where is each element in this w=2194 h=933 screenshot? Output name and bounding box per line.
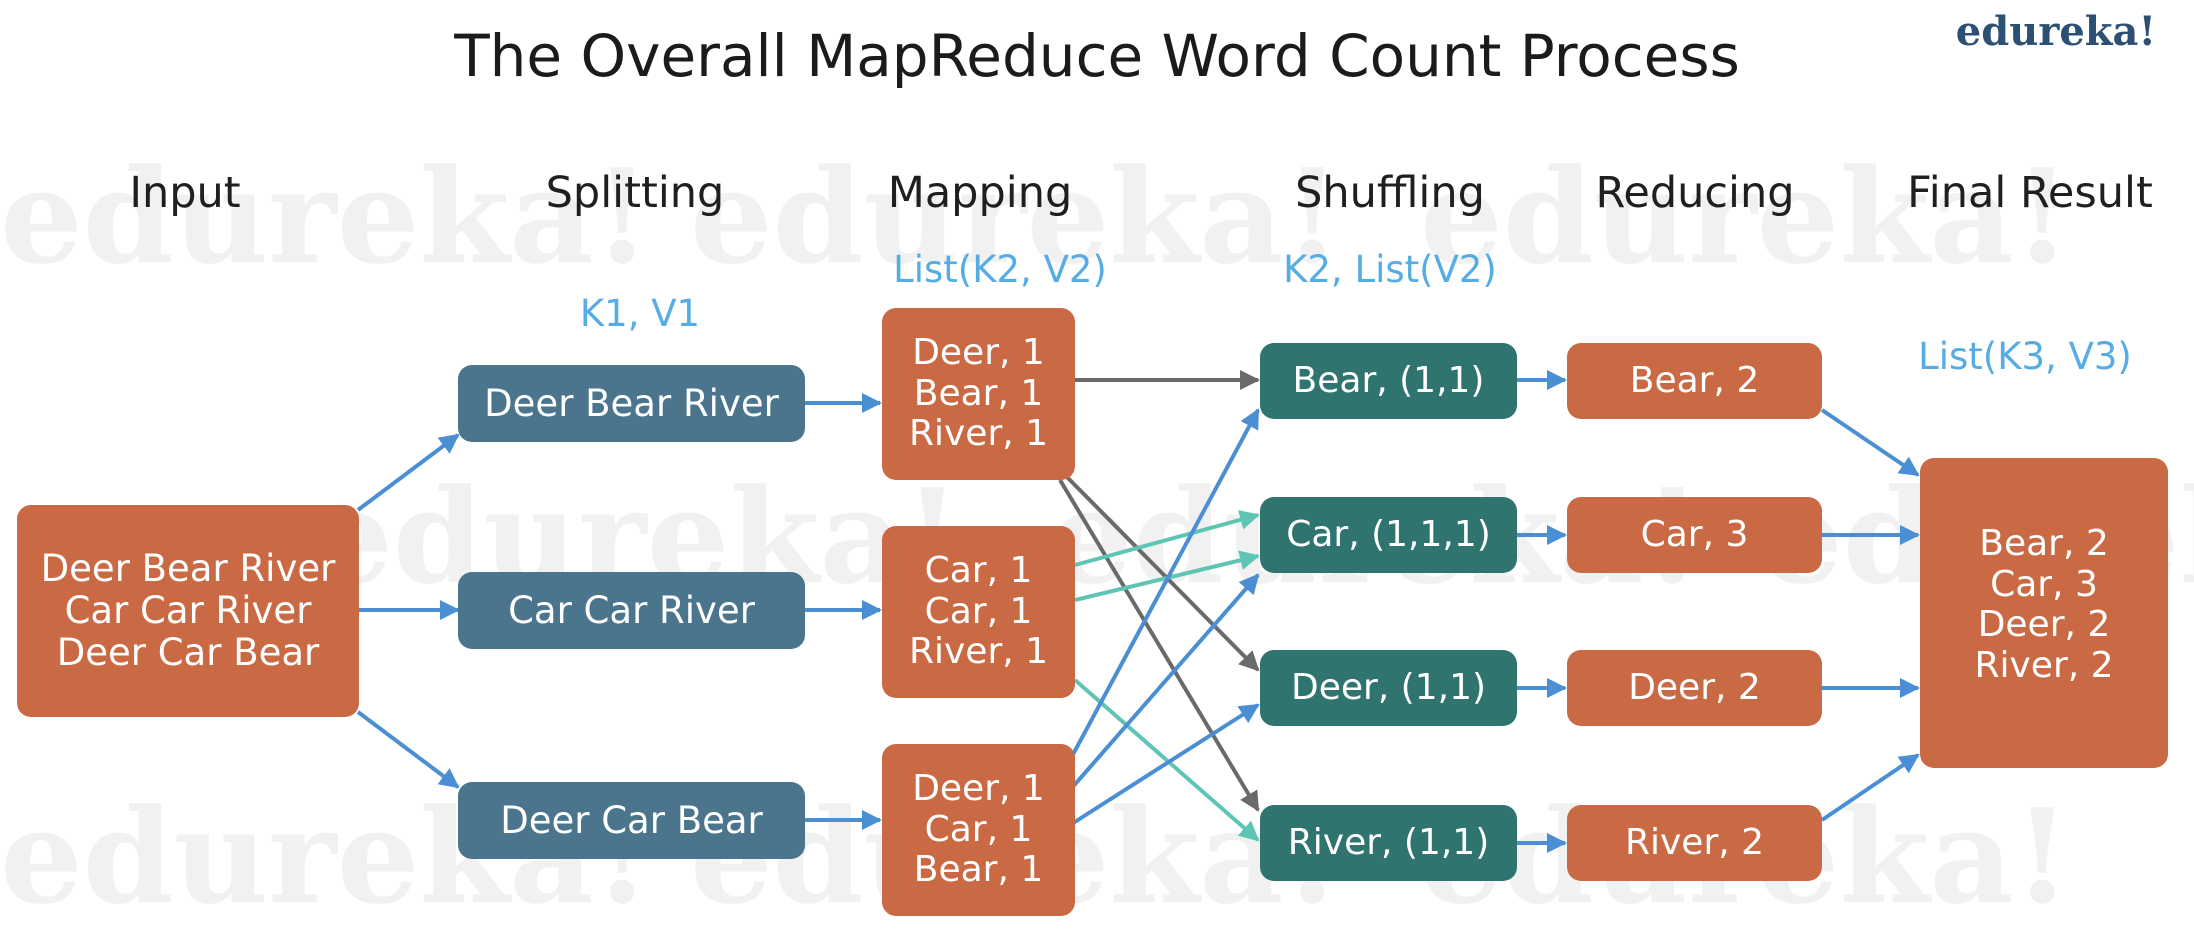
header-mapping: Mapping bbox=[887, 168, 1073, 218]
shuffle-text: Bear, (1,1) bbox=[1292, 359, 1485, 401]
shuffle-box-river: River, (1,1) bbox=[1260, 805, 1517, 881]
map-pair: Bear, 1 bbox=[913, 849, 1044, 891]
reduce-box-deer: Deer, 2 bbox=[1567, 650, 1822, 726]
map-pair: River, 1 bbox=[908, 631, 1049, 673]
shuffle-text: River, (1,1) bbox=[1287, 821, 1490, 863]
split-text: Deer Bear River bbox=[484, 381, 779, 425]
split-box-1: Deer Bear River bbox=[458, 365, 805, 442]
shuffle-box-deer: Deer, (1,1) bbox=[1260, 650, 1517, 726]
split-text: Car Car River bbox=[508, 588, 755, 632]
watermark: edureka! bbox=[1420, 140, 2071, 293]
reduce-box-car: Car, 3 bbox=[1567, 497, 1822, 573]
map-pair: Deer, 1 bbox=[912, 331, 1045, 373]
final-pair: Deer, 2 bbox=[1977, 604, 2111, 646]
input-line: Car Car River bbox=[64, 589, 312, 633]
map-pair: Car, 1 bbox=[924, 549, 1033, 591]
final-pair: Car, 3 bbox=[1990, 563, 2098, 605]
shuffle-box-car: Car, (1,1,1) bbox=[1260, 497, 1517, 573]
split-box-2: Car Car River bbox=[458, 572, 805, 649]
reduce-text: Car, 3 bbox=[1640, 513, 1749, 555]
page-title: The Overall MapReduce Word Count Process bbox=[454, 22, 1740, 90]
shuffle-text: Car, (1,1,1) bbox=[1286, 513, 1491, 555]
watermark: edureka! bbox=[0, 140, 651, 293]
map-pair: Car, 1 bbox=[924, 808, 1033, 850]
reduce-box-bear: Bear, 2 bbox=[1567, 343, 1822, 419]
header-splitting: Splitting bbox=[545, 168, 725, 218]
brand-logo: edureka! bbox=[1955, 8, 2156, 55]
input-box: Deer Bear River Car Car River Deer Car B… bbox=[17, 505, 359, 717]
split-text: Deer Car Bear bbox=[500, 798, 763, 842]
header-reducing: Reducing bbox=[1595, 168, 1795, 218]
watermark: edureka! bbox=[690, 140, 1341, 293]
split-box-3: Deer Car Bear bbox=[458, 782, 805, 859]
kv-label-splitting: K1, V1 bbox=[579, 292, 701, 335]
kv-label-shuffling: K2, List(V2) bbox=[1283, 248, 1497, 291]
map-box-1: Deer, 1 Bear, 1 River, 1 bbox=[882, 308, 1075, 480]
input-line: Deer Car Bear bbox=[56, 630, 320, 674]
final-pair: Bear, 2 bbox=[1979, 523, 2109, 564]
map-pair: Car, 1 bbox=[924, 590, 1033, 632]
shuffle-box-bear: Bear, (1,1) bbox=[1260, 343, 1517, 419]
map-box-2: Car, 1 Car, 1 River, 1 bbox=[882, 526, 1075, 698]
header-final-result: Final Result bbox=[1907, 168, 2153, 218]
input-line: Deer Bear River bbox=[40, 547, 336, 591]
kv-label-mapping: List(K2, V2) bbox=[893, 248, 1107, 291]
map-pair: River, 1 bbox=[908, 413, 1049, 455]
reduce-text: Deer, 2 bbox=[1628, 666, 1761, 708]
final-pair: River, 2 bbox=[1974, 645, 2114, 687]
final-result-box: Bear, 2 Car, 3 Deer, 2 River, 2 bbox=[1920, 458, 2168, 768]
map-pair: Bear, 1 bbox=[913, 372, 1044, 414]
map-box-3: Deer, 1 Car, 1 Bear, 1 bbox=[882, 744, 1075, 916]
map-pair: Deer, 1 bbox=[912, 767, 1045, 809]
kv-label-final-result: List(K3, V3) bbox=[1918, 335, 2132, 378]
header-shuffling: Shuffling bbox=[1295, 168, 1485, 218]
reduce-text: Bear, 2 bbox=[1629, 359, 1760, 401]
header-input: Input bbox=[129, 168, 241, 218]
shuffle-text: Deer, (1,1) bbox=[1290, 666, 1487, 708]
reduce-box-river: River, 2 bbox=[1567, 805, 1822, 881]
reduce-text: River, 2 bbox=[1624, 821, 1765, 863]
